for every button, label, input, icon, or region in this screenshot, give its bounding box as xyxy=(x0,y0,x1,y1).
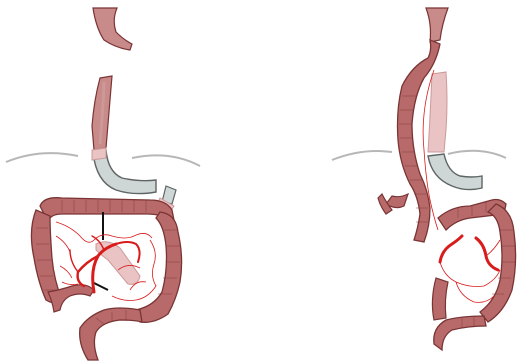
upper-esophagus-stump xyxy=(93,8,132,50)
gastric-tube-2 xyxy=(428,154,482,190)
diaphragm-line-left xyxy=(6,153,78,162)
ascending-colon xyxy=(31,210,62,303)
descending-colon-2 xyxy=(480,204,516,322)
residual-esophagus-pale xyxy=(428,72,447,152)
panel-after xyxy=(332,8,516,350)
sigmoid-rectum xyxy=(80,308,142,360)
rectum-2 xyxy=(434,316,486,350)
diaphragm-line-right xyxy=(132,155,200,166)
gastric-tube-cap xyxy=(92,148,106,160)
diaphragm-line-left-2 xyxy=(332,151,392,160)
transverse-colon xyxy=(40,198,174,222)
panel-before xyxy=(6,8,200,360)
marginal-arcades-right xyxy=(440,240,500,302)
ascending-colon-2 xyxy=(432,278,448,320)
descending-colon xyxy=(136,212,182,322)
diaphragm-line-right-2 xyxy=(448,151,506,158)
upper-esophagus xyxy=(426,8,448,42)
